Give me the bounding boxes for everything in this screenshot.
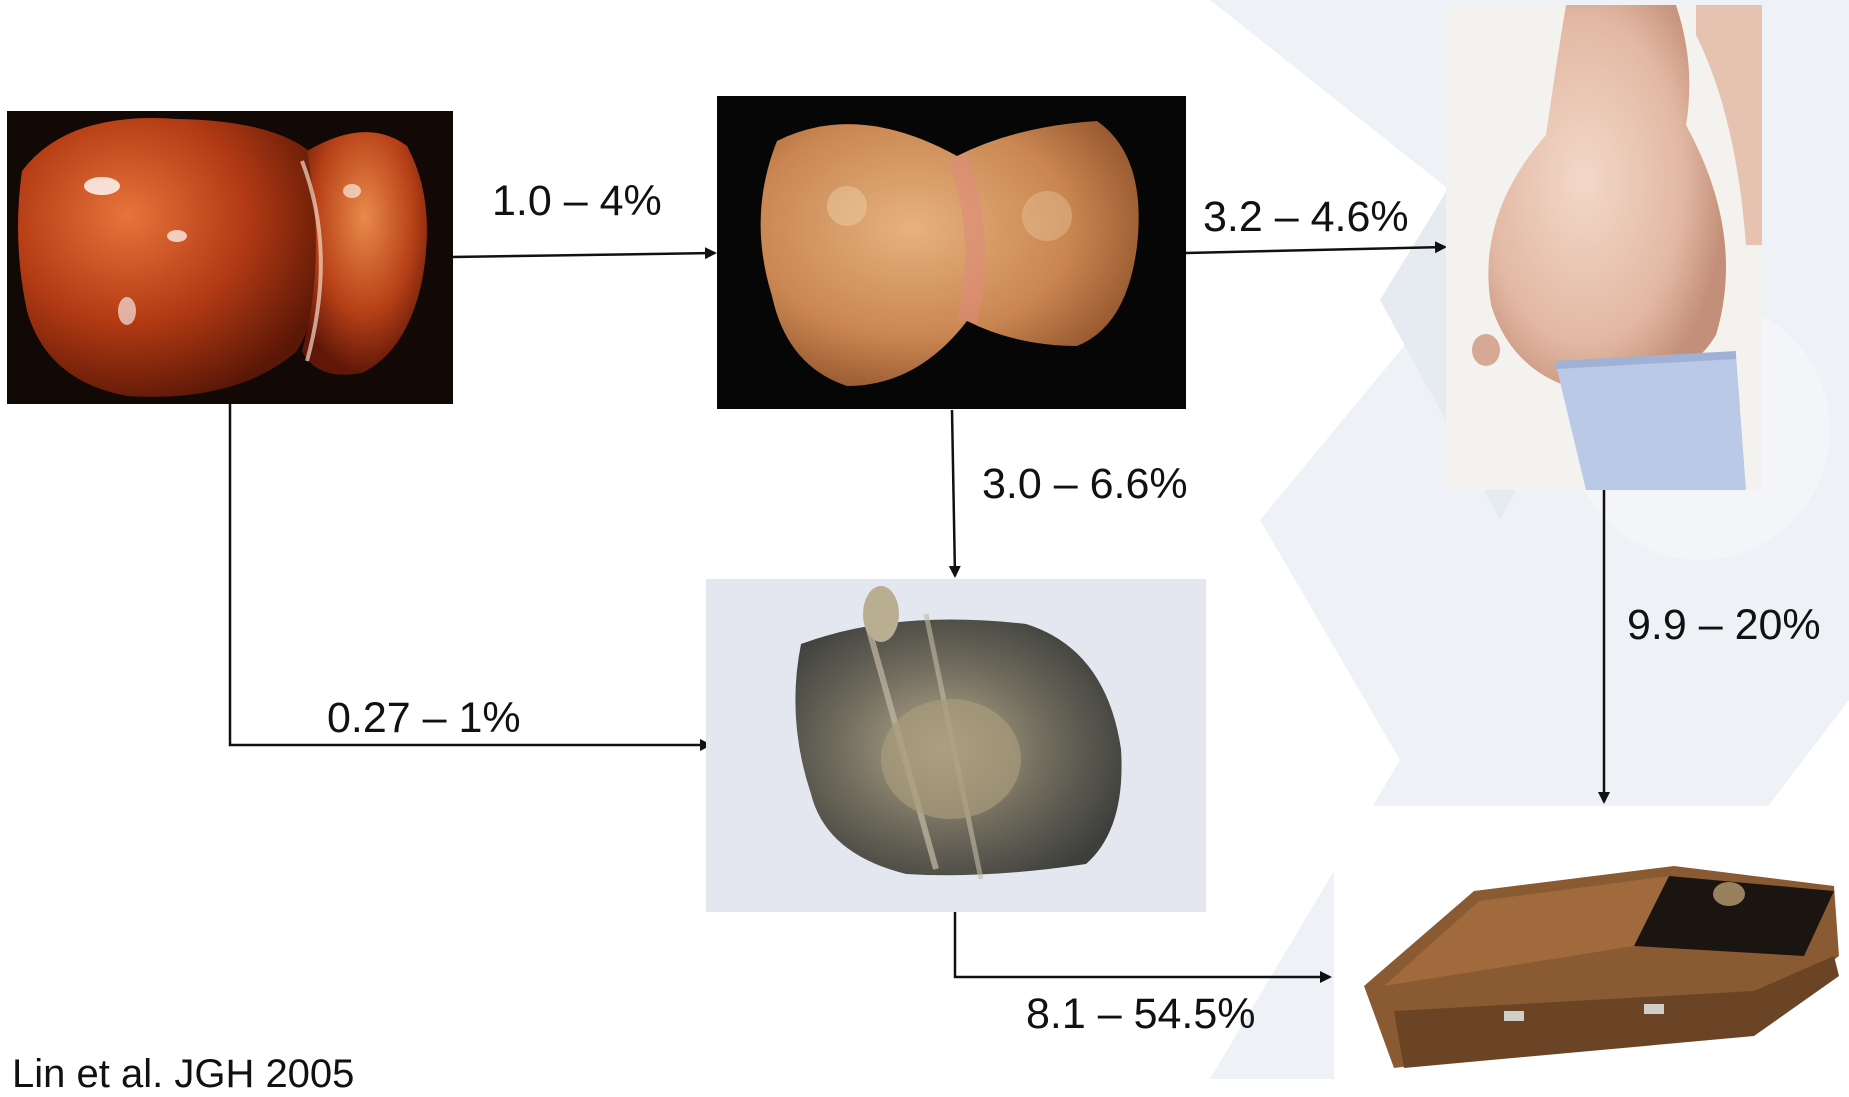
rate-steatosis-to-hcc: 3.0 – 6.6% [982,460,1188,509]
hcc-liver-image [706,579,1206,912]
rate-healthy-to-hcc: 0.27 – 1% [327,694,521,743]
arrow-hcc-to-death [955,912,1330,977]
arrow-steatosis-to-hcc [952,410,955,576]
rate-steatosis-to-decompensated: 3.2 – 4.6% [1203,193,1409,242]
arrow-steatosis-to-decompensated [1186,247,1445,253]
rate-decompensated-to-death: 9.9 – 20% [1627,601,1821,650]
coffin-image [1334,806,1849,1079]
citation: Lin et al. JGH 2005 [12,1052,354,1097]
arrow-healthy-to-steatosis [452,253,715,257]
ascites-patient-image [1446,5,1762,490]
healthy-liver-image [7,111,453,404]
fatty-liver-image [717,96,1186,409]
rate-healthy-to-steatosis: 1.0 – 4% [492,177,662,226]
rate-hcc-to-death: 8.1 – 54.5% [1026,990,1256,1039]
